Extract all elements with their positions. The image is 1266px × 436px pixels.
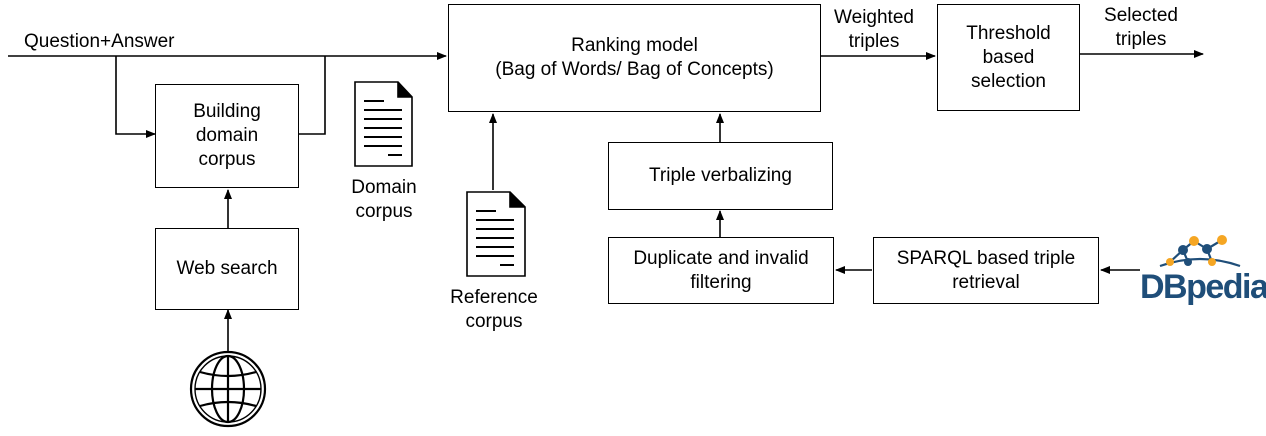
reference-corpus-label: Reference corpus (450, 287, 538, 332)
dbpedia-logo-graphic (1159, 235, 1241, 268)
domain-document-icon (354, 81, 413, 167)
reference-document-icon (466, 191, 526, 277)
domain-corpus-label: Domain corpus (351, 177, 417, 222)
building-to-main (299, 56, 326, 135)
ranking-model-box: Ranking model (Bag of Words/ Bag of Conc… (448, 4, 821, 112)
selected-triples-label: Selected triples (1104, 5, 1178, 50)
weighted-triples-label: Weighted triples (834, 7, 914, 52)
input-label: Question+Answer (24, 31, 175, 52)
duplicate-filtering-box: Duplicate and invalid filtering (608, 237, 834, 304)
triple-verbalizing-box: Triple verbalizing (608, 142, 833, 210)
globe-icon (189, 350, 267, 428)
sparql-retrieval-box: SPARQL based triple retrieval (873, 237, 1099, 304)
dbpedia-logo: DBpedia (1140, 268, 1266, 306)
threshold-selection-box: Threshold based selection (937, 4, 1080, 111)
branch-to-building (115, 56, 156, 138)
building-domain-corpus-box: Building domain corpus (155, 84, 299, 188)
web-search-box: Web search (155, 228, 299, 310)
